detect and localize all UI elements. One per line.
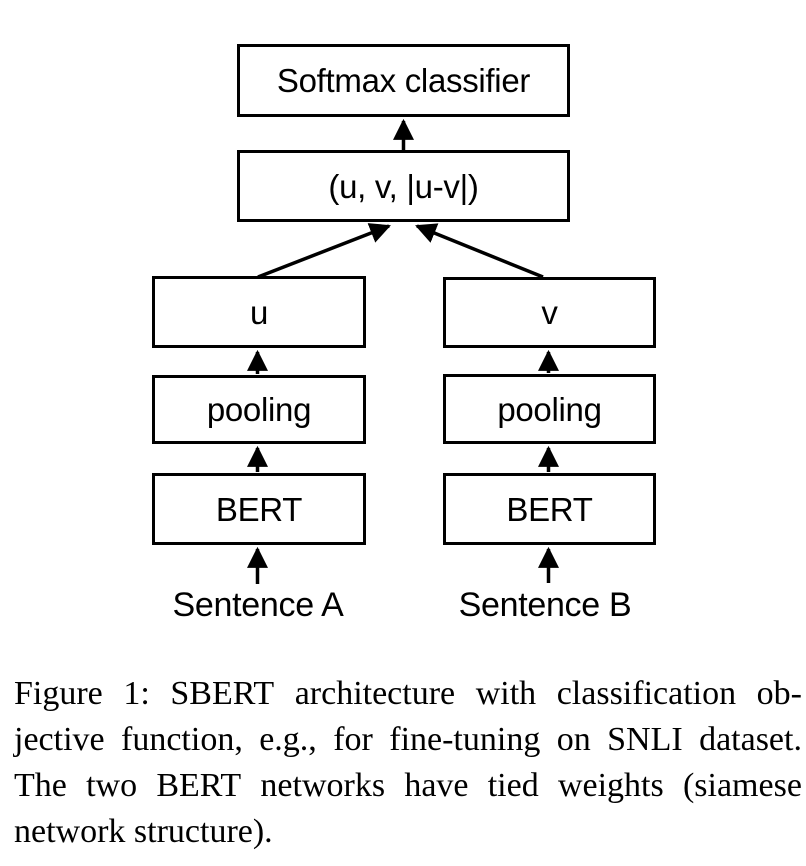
- u-embedding-box: u: [152, 276, 366, 348]
- pooling-right-label: pooling: [497, 390, 602, 428]
- sentence-b-label: Sentence B: [458, 586, 632, 624]
- softmax-classifier-box: Softmax classifier: [237, 44, 570, 117]
- concat-vector-box: (u, v, |u-v|): [237, 150, 570, 222]
- arrow-v-to-concat: [415, 223, 544, 279]
- concat-vector-label: (u, v, |u-v|): [328, 167, 479, 205]
- sentence-a-label: Sentence A: [172, 586, 344, 624]
- softmax-classifier-label: Softmax classifier: [276, 62, 531, 99]
- pooling-left-box: pooling: [152, 375, 366, 444]
- v-embedding-box: v: [443, 277, 656, 348]
- v-embedding-label: v: [541, 294, 558, 331]
- arrow-u-to-concat: [257, 223, 391, 279]
- bert-right-label: BERT: [506, 490, 593, 528]
- u-embedding-label: u: [249, 293, 269, 331]
- pooling-right-box: pooling: [443, 374, 656, 444]
- bert-left-box: BERT: [152, 473, 366, 545]
- bert-right-box: BERT: [443, 473, 656, 545]
- bert-left-label: BERT: [215, 490, 303, 528]
- pooling-left-label: pooling: [206, 391, 312, 428]
- caption-line-4: network structure).: [14, 813, 273, 850]
